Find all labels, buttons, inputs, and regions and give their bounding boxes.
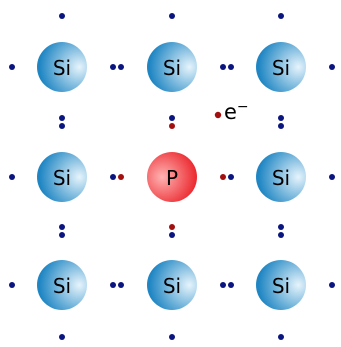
- donor-electron: [169, 123, 175, 129]
- valence-electron: [220, 282, 226, 288]
- valence-electron: [59, 224, 65, 230]
- silicon-atom: Si: [37, 152, 87, 202]
- valence-electron: [329, 64, 335, 70]
- silicon-atom: Si: [256, 42, 306, 92]
- valence-electron: [169, 115, 175, 121]
- silicon-atom-label: Si: [272, 274, 290, 298]
- valence-electron: [9, 64, 15, 70]
- valence-electron: [59, 232, 65, 238]
- free-electron-dot: [214, 111, 222, 119]
- valence-electron: [278, 224, 284, 230]
- valence-electron: [228, 174, 234, 180]
- silicon-atom: Si: [256, 260, 306, 310]
- free-electron-label: e−: [224, 99, 249, 124]
- phosphorus-atom-label: P: [166, 166, 178, 190]
- silicon-atom-label: Si: [53, 56, 71, 80]
- silicon-atom-label: Si: [163, 56, 181, 80]
- valence-electron: [228, 282, 234, 288]
- valence-electron: [59, 334, 65, 340]
- electrons-layer: [9, 13, 335, 340]
- silicon-atom-label: Si: [53, 166, 71, 190]
- valence-electron: [278, 334, 284, 340]
- valence-electron: [278, 232, 284, 238]
- phosphorus-atom: P: [147, 152, 197, 202]
- free-electron: e−: [214, 99, 249, 124]
- valence-electron: [9, 174, 15, 180]
- silicon-atom: Si: [147, 260, 197, 310]
- donor-electron: [118, 174, 124, 180]
- donor-electron: [220, 174, 226, 180]
- valence-electron: [169, 232, 175, 238]
- valence-electron: [228, 64, 234, 70]
- silicon-atom: Si: [256, 152, 306, 202]
- valence-electron: [169, 334, 175, 340]
- silicon-atom: Si: [37, 260, 87, 310]
- valence-electron: [59, 13, 65, 19]
- valence-electron: [118, 282, 124, 288]
- silicon-atom-label: Si: [163, 274, 181, 298]
- valence-electron: [329, 174, 335, 180]
- silicon-atom-label: Si: [272, 166, 290, 190]
- valence-electron: [110, 282, 116, 288]
- valence-electron: [329, 282, 335, 288]
- silicon-atom-circle: [37, 152, 87, 202]
- valence-electron: [278, 123, 284, 129]
- silicon-atom-circle: [37, 260, 87, 310]
- silicon-atom-circle: [147, 260, 197, 310]
- silicon-atom: Si: [147, 42, 197, 92]
- silicon-atom-circle: [256, 42, 306, 92]
- valence-electron: [220, 64, 226, 70]
- valence-electron: [110, 64, 116, 70]
- valence-electron: [278, 115, 284, 121]
- phosphorus-atom-circle: [147, 152, 197, 202]
- silicon-atom-circle: [256, 260, 306, 310]
- valence-electron: [9, 282, 15, 288]
- valence-electron: [59, 123, 65, 129]
- valence-electron: [278, 13, 284, 19]
- silicon-atom-circle: [256, 152, 306, 202]
- valence-electron: [169, 13, 175, 19]
- valence-electron: [110, 174, 116, 180]
- silicon-atom-circle: [37, 42, 87, 92]
- silicon-atom-label: Si: [272, 56, 290, 80]
- silicon-atom-label: Si: [53, 274, 71, 298]
- silicon-atom: Si: [37, 42, 87, 92]
- donor-electron: [169, 224, 175, 230]
- valence-electron: [59, 115, 65, 121]
- silicon-atom-circle: [147, 42, 197, 92]
- valence-electron: [118, 64, 124, 70]
